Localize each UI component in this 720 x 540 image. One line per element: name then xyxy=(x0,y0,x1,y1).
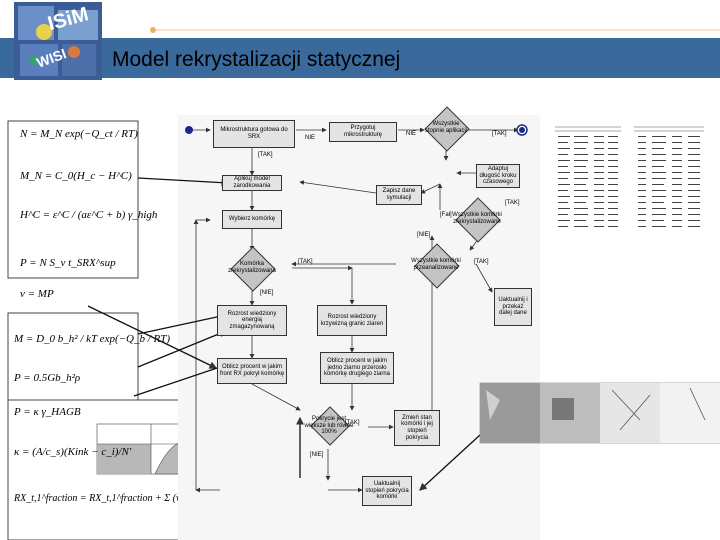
flow-decision-all-cells-label: Wszystkie komórki przeanalizowane xyxy=(411,258,461,271)
equation-mobility: M = D_0 b_h² / kT exp(−Q_b / RT) xyxy=(14,333,171,345)
equation-pressure: P = 0.5Gb_h²ρ xyxy=(14,372,81,384)
equation-hc: H^C = ε^C / (aε^C + b) γ_high xyxy=(20,209,158,221)
tag-tak-2: [TAK] xyxy=(258,152,273,158)
flow-pick-cell-box: Wybierz komórkę xyxy=(222,210,282,229)
tag-tak-6: [TAK] xyxy=(345,420,360,426)
flow-apply-model-box: Aplikuj model zarodkowania xyxy=(222,175,282,191)
tag-fal: [Fał] xyxy=(440,212,452,218)
page-title: Model rekrystalizacji statycznej xyxy=(112,48,401,71)
flow-decision-coverage-label: Pokrycie jest większe lub równe 100% xyxy=(304,416,354,436)
equation-p-nucleation: P = N S_v t_SRX^sup xyxy=(20,257,116,269)
equation-mn: M_N = C_0(H_c − H^C) xyxy=(20,170,132,182)
flow-start-box: Mikrostruktura gotowa do SRX xyxy=(213,120,295,148)
equation-nucleation: N = M_N exp(−Q_ct / RT) xyxy=(20,128,138,140)
equation-fraction: RX_t,1^fraction = RX_t,1^fraction + Σ (v… xyxy=(14,493,218,504)
flow-decision-all-rx-label: Wszystkie komórki zrekrystalizowane xyxy=(452,212,502,225)
tag-nie-1: NIE xyxy=(305,135,316,141)
flow-energy-growth-box: Rozrost wiedziony energią zmagazynowaną xyxy=(217,305,287,336)
flow-decision-is-rx-label: Komórka zrekrystalizowana xyxy=(228,261,276,274)
flow-boundary-growth-box: Rozrost wiedziony krzywizną granic ziare… xyxy=(317,305,387,336)
header-rule xyxy=(150,27,720,33)
flow-prep-box: Przygotuj mikrostrukturę xyxy=(329,122,397,142)
flow-decision-steps-label: Wszystkie stopnie aplikacji xyxy=(424,121,468,134)
equation-kappa: κ = (A/c_s)(Kink − c_i)/N' xyxy=(14,446,132,458)
tag-nie-5: [NIE] xyxy=(310,452,324,458)
data-table-thumbnail-2 xyxy=(634,122,704,234)
flow-update-data-box: Uaktualnij i przekaż dalej dane xyxy=(494,288,532,326)
flow-adapt-box: Adaptuj długość kroku czasowego xyxy=(476,164,520,188)
tag-nie-4: [NIE] xyxy=(260,290,274,296)
flow-calc-rx-box: Oblicz procent w jakim front RX pokrył k… xyxy=(217,358,287,384)
flow-change-state-box: Zmień stan komórki i jej stopień pokryci… xyxy=(394,410,440,446)
microstructure-thumbnail xyxy=(479,382,720,444)
equation-velocity: v = MP xyxy=(20,288,54,300)
tag-tak-1: [TAK] xyxy=(492,131,507,137)
flow-save-box: Zapisz dane symulacji xyxy=(376,185,422,205)
tag-tak-5: [TAK] xyxy=(474,259,489,265)
tag-tak-4: [TAK] xyxy=(298,259,313,265)
tag-nie-3: [NIE] xyxy=(417,232,431,238)
tag-tak-3: [TAK] xyxy=(505,200,520,206)
equation-kappa-p: P = κ γ_HAGB xyxy=(14,406,81,418)
logo: ISiM WISI xyxy=(14,2,102,80)
tag-nie-2: NIE xyxy=(406,131,417,137)
header-bar xyxy=(0,38,720,78)
flow-update-degree-box: Uaktualnij stopień pokrycia komórki xyxy=(362,476,412,506)
data-table-thumbnail-1 xyxy=(555,122,621,234)
flow-calc-grain-box: Oblicz procent w jakim jedno ziarno prze… xyxy=(320,352,394,384)
